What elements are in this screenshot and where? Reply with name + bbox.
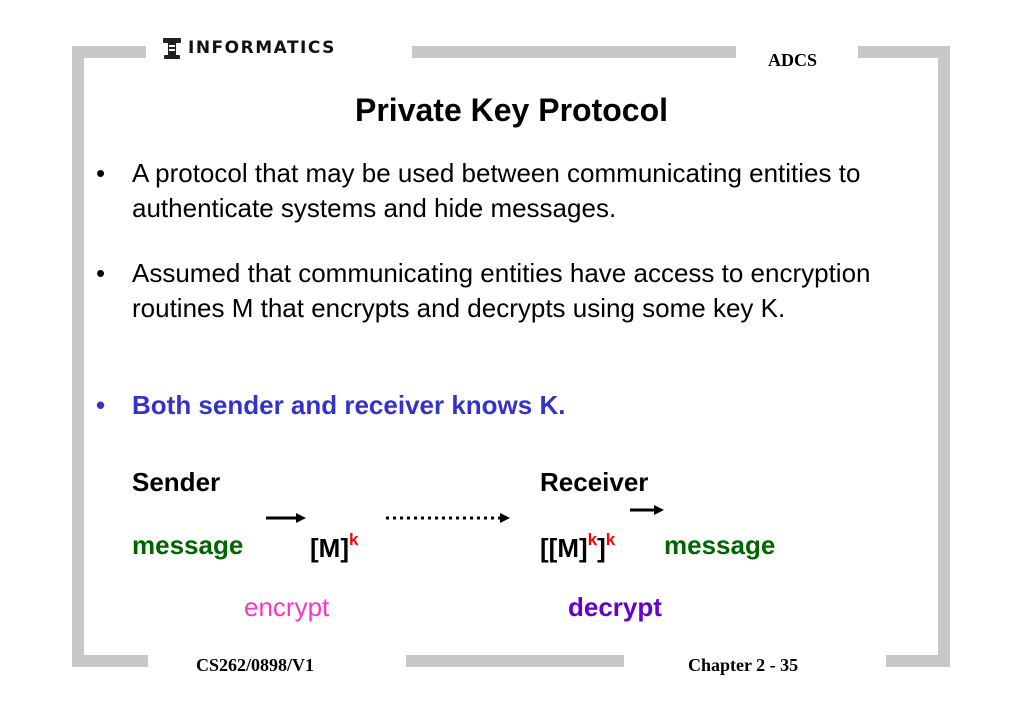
frame-right bbox=[938, 46, 950, 667]
decrypt-arrow-icon bbox=[630, 505, 664, 515]
receiver-label: Receiver bbox=[540, 467, 649, 497]
bullet-dot: • bbox=[96, 390, 106, 420]
footer-page-number: Chapter 2 - 35 bbox=[688, 655, 799, 675]
informatics-logo-icon bbox=[163, 38, 181, 59]
receiver-encrypted-open: [[M] bbox=[540, 533, 588, 563]
encrypted-key-sup: k bbox=[348, 530, 359, 549]
slide-title: Private Key Protocol bbox=[355, 92, 668, 128]
frame-bottom-left bbox=[72, 655, 148, 667]
receiver-encrypted-close: ] bbox=[597, 533, 606, 563]
bullet-text-2: Assumed that communicating entities have… bbox=[132, 258, 871, 323]
bullet-text-1: A protocol that may be used between comm… bbox=[132, 158, 861, 223]
receiver-message: message bbox=[664, 530, 776, 560]
receiver-key-sup-2: k bbox=[605, 530, 616, 549]
receiver-key-sup-1: k bbox=[587, 530, 598, 549]
bullet-dot: • bbox=[96, 258, 106, 288]
frame-top-left bbox=[72, 46, 146, 58]
sender-label: Sender bbox=[132, 467, 221, 497]
frame-bottom-right bbox=[886, 655, 950, 667]
bullet-dot: • bbox=[96, 158, 106, 188]
encrypted-text: [M] bbox=[310, 533, 349, 563]
frame-bottom-middle bbox=[406, 655, 624, 667]
sender-message: message bbox=[132, 530, 244, 560]
bullet-item-2: • Assumed that communicating entities ha… bbox=[96, 256, 956, 326]
informatics-logo: INFORMATICS bbox=[160, 36, 336, 60]
bullet-text-3: Both sender and receiver knows K. bbox=[132, 390, 566, 420]
encrypt-arrow-icon bbox=[266, 513, 306, 523]
bullet-item-1: • A protocol that may be used between co… bbox=[96, 156, 956, 226]
frame-top-right bbox=[858, 46, 950, 58]
encrypt-label: encrypt bbox=[244, 592, 330, 622]
transmit-dotted-arrow-icon bbox=[386, 513, 510, 523]
bullet-item-3: • Both sender and receiver knows K. bbox=[96, 388, 956, 423]
frame-left bbox=[72, 46, 84, 667]
footer-course-code: CS262/0898/V1 bbox=[196, 655, 315, 675]
logo-text: INFORMATICS bbox=[188, 38, 336, 58]
decrypt-label: decrypt bbox=[568, 592, 662, 622]
encrypted-message: [M]k bbox=[310, 530, 358, 564]
course-tag: ADCS bbox=[768, 50, 818, 70]
receiver-encrypted-message: [[M]k]k bbox=[540, 530, 615, 564]
frame-top-middle bbox=[412, 46, 736, 58]
